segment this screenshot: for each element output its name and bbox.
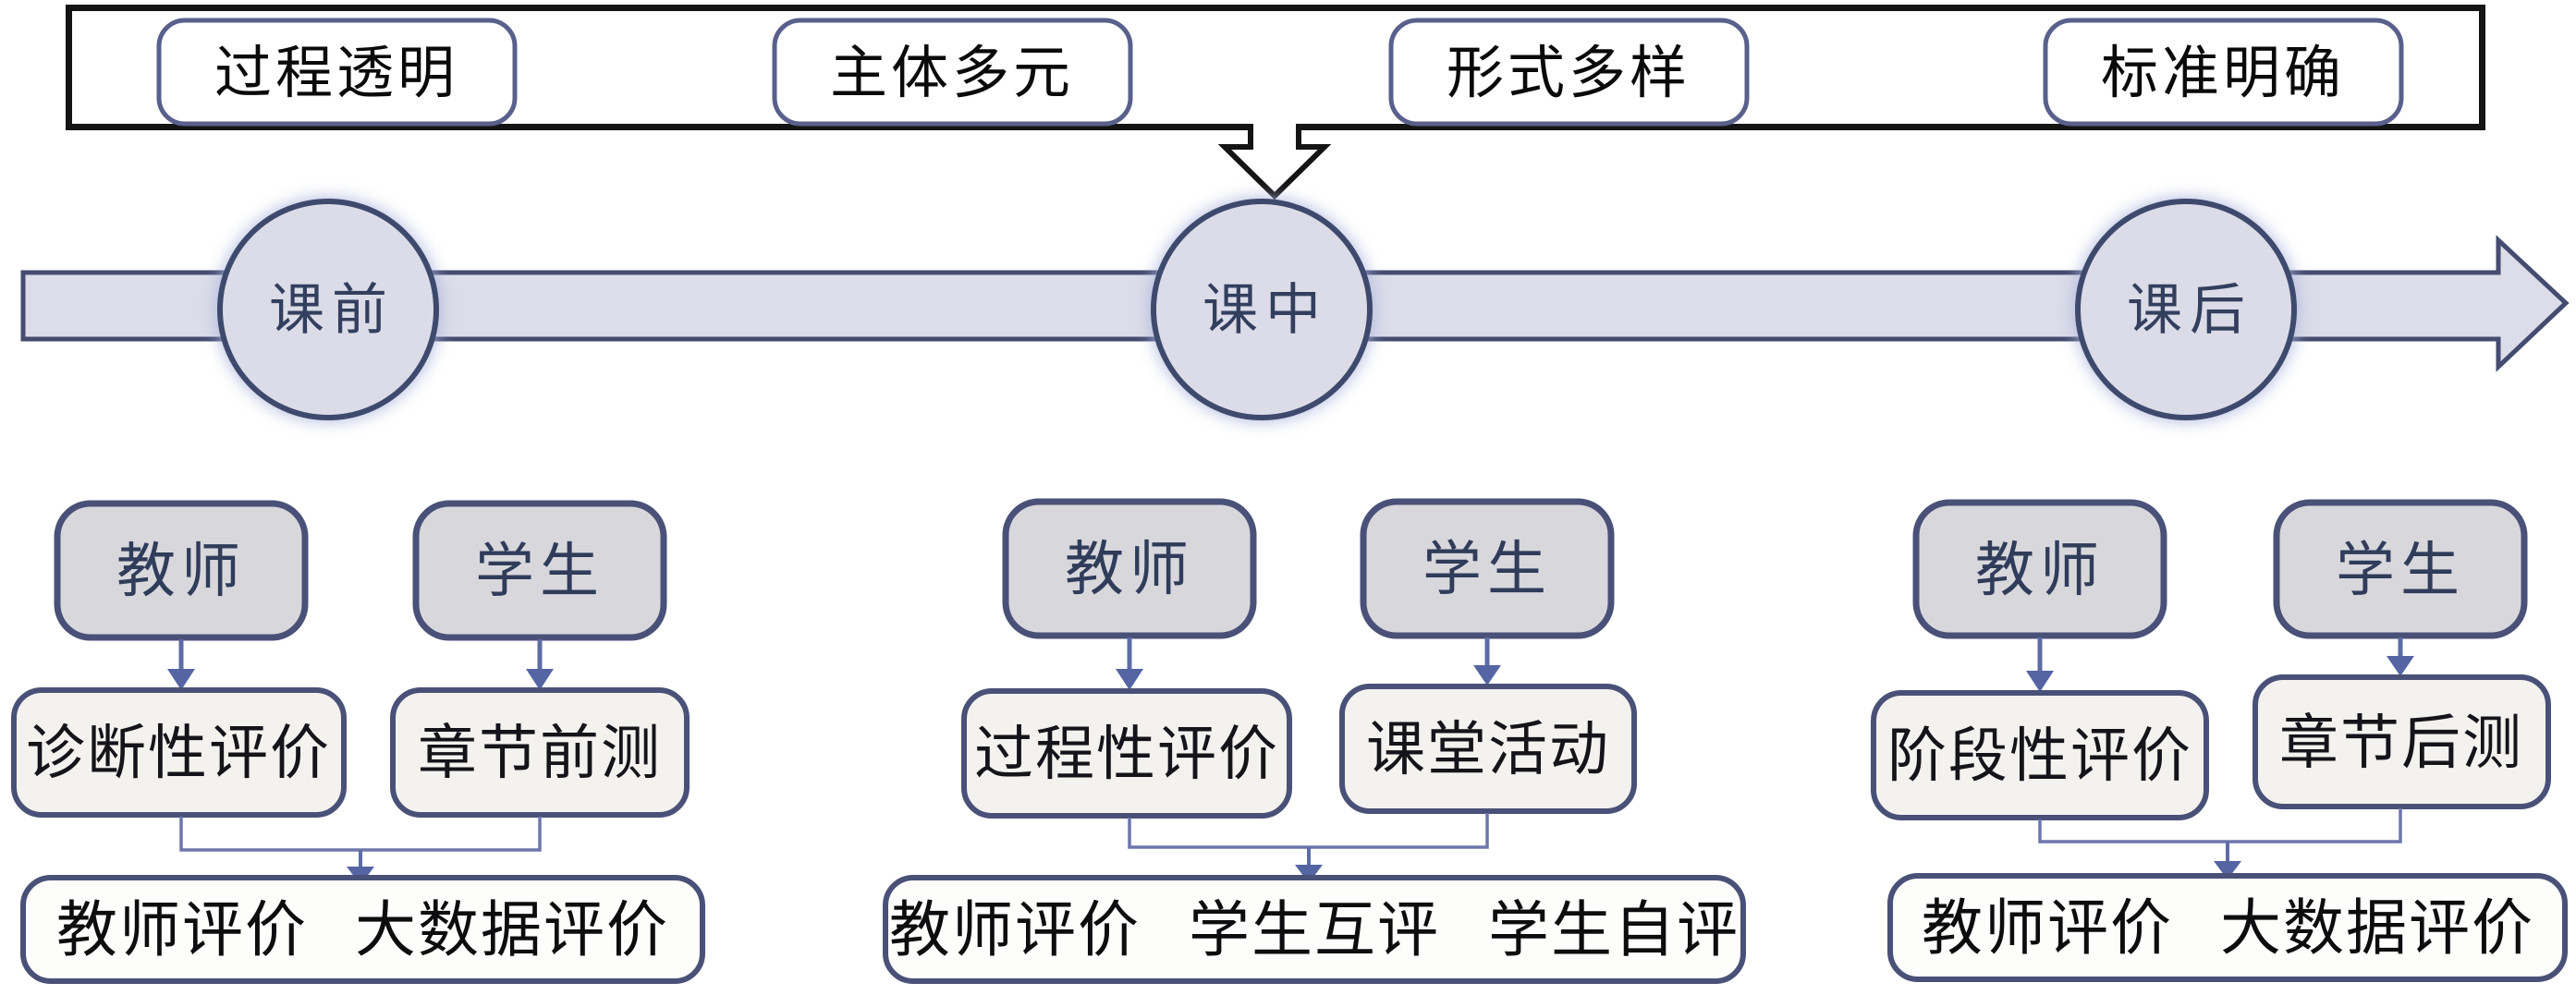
g3-teacher-activity-label: 阶段性评价 [1887, 722, 2192, 791]
g2-teacher-activity-label: 过程性评价 [974, 721, 1279, 789]
g2-student-box [1360, 498, 1615, 639]
phase-circle-before [217, 199, 439, 420]
g3-result-part-2: 大数据评价 [2220, 892, 2534, 964]
g3-merge-connector [2038, 808, 2402, 843]
g2-teacher-box [1002, 498, 1257, 639]
g3-teacher-label: 教师 [1975, 537, 2105, 605]
g2-student-activity-box [1339, 684, 1637, 814]
phase-label-during: 课中 [1203, 278, 1328, 343]
principle-label-3: 形式多样 [1447, 39, 1691, 106]
g1-merge-connector [179, 817, 542, 852]
g1-teacher-activity-label: 诊断性评价 [26, 720, 331, 788]
g3-merge-arrowhead-icon [2214, 861, 2241, 880]
g3-student-activity-box [2252, 674, 2551, 809]
g1-result-box [20, 875, 705, 984]
g3-result-part-1: 教师评价 [1922, 892, 2173, 964]
g1-teacher-activity-box [11, 687, 347, 818]
g1-teacher-arrowhead-icon [167, 669, 195, 690]
banner-down-arrow-icon [1217, 124, 1332, 200]
g1-student-box [412, 500, 667, 641]
principle-box-4 [2043, 18, 2404, 127]
principle-box-3 [1388, 18, 1750, 127]
g3-teacher-box [1912, 499, 2167, 639]
g3-student-arrowhead-icon [2387, 656, 2414, 676]
principle-label-4: 标准明确 [2101, 39, 2345, 106]
g1-student-activity-box [390, 687, 690, 818]
g2-teacher-activity-box [961, 688, 1292, 819]
g2-student-label: 学生 [1422, 536, 1552, 604]
g3-student-activity-label: 章节后测 [2279, 710, 2523, 778]
principle-box-2 [772, 18, 1133, 127]
principle-label-2: 主体多元 [830, 39, 1074, 106]
principle-label-1: 过程透明 [214, 39, 458, 106]
principles-banner [66, 5, 2485, 130]
phase-circle-during [1151, 199, 1373, 420]
g3-result-box [1887, 873, 2568, 982]
g2-student-activity-label: 课堂活动 [1366, 716, 1610, 784]
principle-box-1 [156, 18, 518, 127]
g1-result-part-1: 教师评价 [56, 894, 308, 965]
g3-student-box [2273, 499, 2528, 639]
g2-merge-arrowhead-icon [1295, 865, 1323, 883]
phase-label-before: 课前 [269, 278, 395, 343]
g3-teacher-arrowhead-icon [2026, 671, 2054, 692]
g1-teacher-box [54, 500, 309, 641]
g3-student-label: 学生 [2336, 537, 2465, 605]
g2-teacher-arrowhead-icon [1116, 669, 1143, 690]
g1-result-part-2: 大数据评价 [355, 894, 669, 965]
g1-student-activity-label: 章节前测 [418, 720, 662, 788]
phase-label-after: 课后 [2127, 278, 2252, 343]
phase-circle-after [2075, 199, 2297, 420]
g2-result-part-1: 教师评价 [889, 894, 1141, 965]
g1-student-label: 学生 [475, 538, 604, 606]
g1-student-arrowhead-icon [526, 669, 554, 690]
g3-teacher-activity-box [1871, 690, 2209, 820]
g2-student-arrowhead-icon [1473, 665, 1501, 686]
g2-teacher-label: 教师 [1065, 536, 1194, 604]
g2-result-part-3: 学生自评 [1488, 894, 1740, 965]
g2-result-part-2: 学生互评 [1189, 894, 1440, 965]
g2-result-box [883, 875, 1746, 984]
g1-teacher-label: 教师 [116, 538, 246, 606]
